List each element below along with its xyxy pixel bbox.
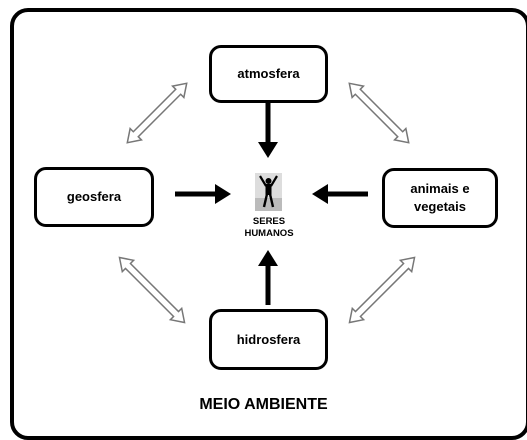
center-label-line1: SERES (252, 216, 286, 227)
footer-title: MEIO AMBIENTE (199, 396, 328, 413)
arrow-animais-to-humans (312, 184, 368, 204)
node-atmosfera-label: atmosfera (237, 66, 300, 82)
double-arrow-geosfera-atmosfera (126, 82, 188, 144)
node-atmosfera: atmosfera (209, 45, 328, 103)
person-arms-raised-icon (255, 173, 282, 211)
node-animais-vegetais-label: animais e vegetais (410, 181, 470, 214)
double-arrow-hidrosfera-animais (348, 256, 416, 324)
arrow-atmosfera-to-humans (258, 103, 278, 158)
node-hidrosfera: hidrosfera (209, 309, 328, 370)
node-hidrosfera-label: hidrosfera (236, 331, 301, 347)
center-label-line2: HUMANOS (244, 227, 294, 239)
double-arrow-atmosfera-animais (348, 82, 410, 144)
arrow-hidrosfera-to-humans (258, 250, 278, 305)
node-animais-vegetais: animais e vegetais (382, 168, 498, 228)
node-geosfera: geosfera (34, 167, 154, 227)
center-label: SERES HUMANOS (234, 216, 304, 240)
node-geosfera-label: geosfera (66, 189, 122, 205)
arrow-geosfera-to-humans (175, 184, 231, 204)
double-arrow-geosfera-hidrosfera (118, 256, 186, 324)
